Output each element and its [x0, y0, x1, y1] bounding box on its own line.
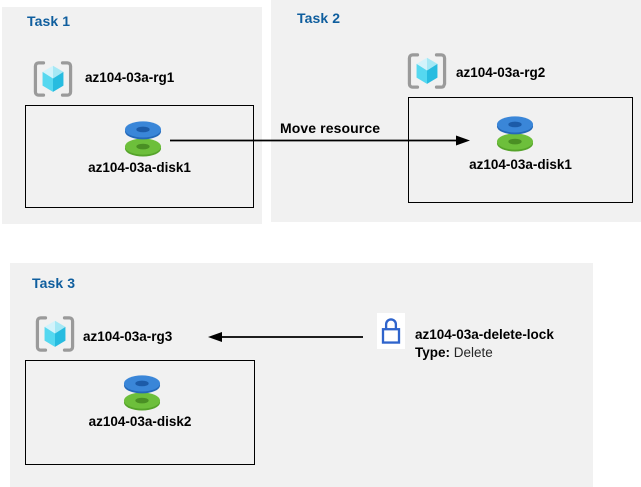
lock-icon — [381, 318, 401, 344]
task3-resource-box — [25, 360, 255, 465]
task2-resource-box — [408, 97, 633, 203]
resource-group-icon — [407, 53, 447, 89]
move-resource-label: Move resource — [280, 120, 381, 136]
lock-type-key: Type: — [415, 345, 451, 360]
task3-panel — [10, 263, 593, 487]
task2-panel — [271, 0, 641, 222]
disk-icon — [496, 116, 534, 152]
disk1-label: az104-03a-disk1 — [88, 160, 191, 175]
task2-header: Task 2 — [297, 10, 341, 26]
lock-name-label: az104-03a-delete-lock — [415, 327, 554, 342]
task3-header: Task 3 — [32, 275, 76, 291]
disk-icon — [124, 121, 162, 157]
lock-type-label: Type: Delete — [415, 345, 493, 360]
rg2-label: az104-03a-rg2 — [456, 65, 546, 80]
disk1-moved-label: az104-03a-disk1 — [469, 157, 572, 172]
task1-header: Task 1 — [27, 13, 71, 29]
disk-icon — [123, 375, 161, 411]
resource-group-icon — [33, 61, 73, 97]
lock-type-value: Delete — [453, 345, 493, 360]
rg3-label: az104-03a-rg3 — [83, 329, 173, 344]
resource-group-icon — [35, 316, 75, 352]
lock-plate — [377, 313, 405, 349]
rg1-label: az104-03a-rg1 — [85, 70, 175, 85]
task1-panel — [2, 7, 262, 224]
task1-resource-box — [25, 105, 254, 208]
disk2-label: az104-03a-disk2 — [88, 414, 192, 429]
